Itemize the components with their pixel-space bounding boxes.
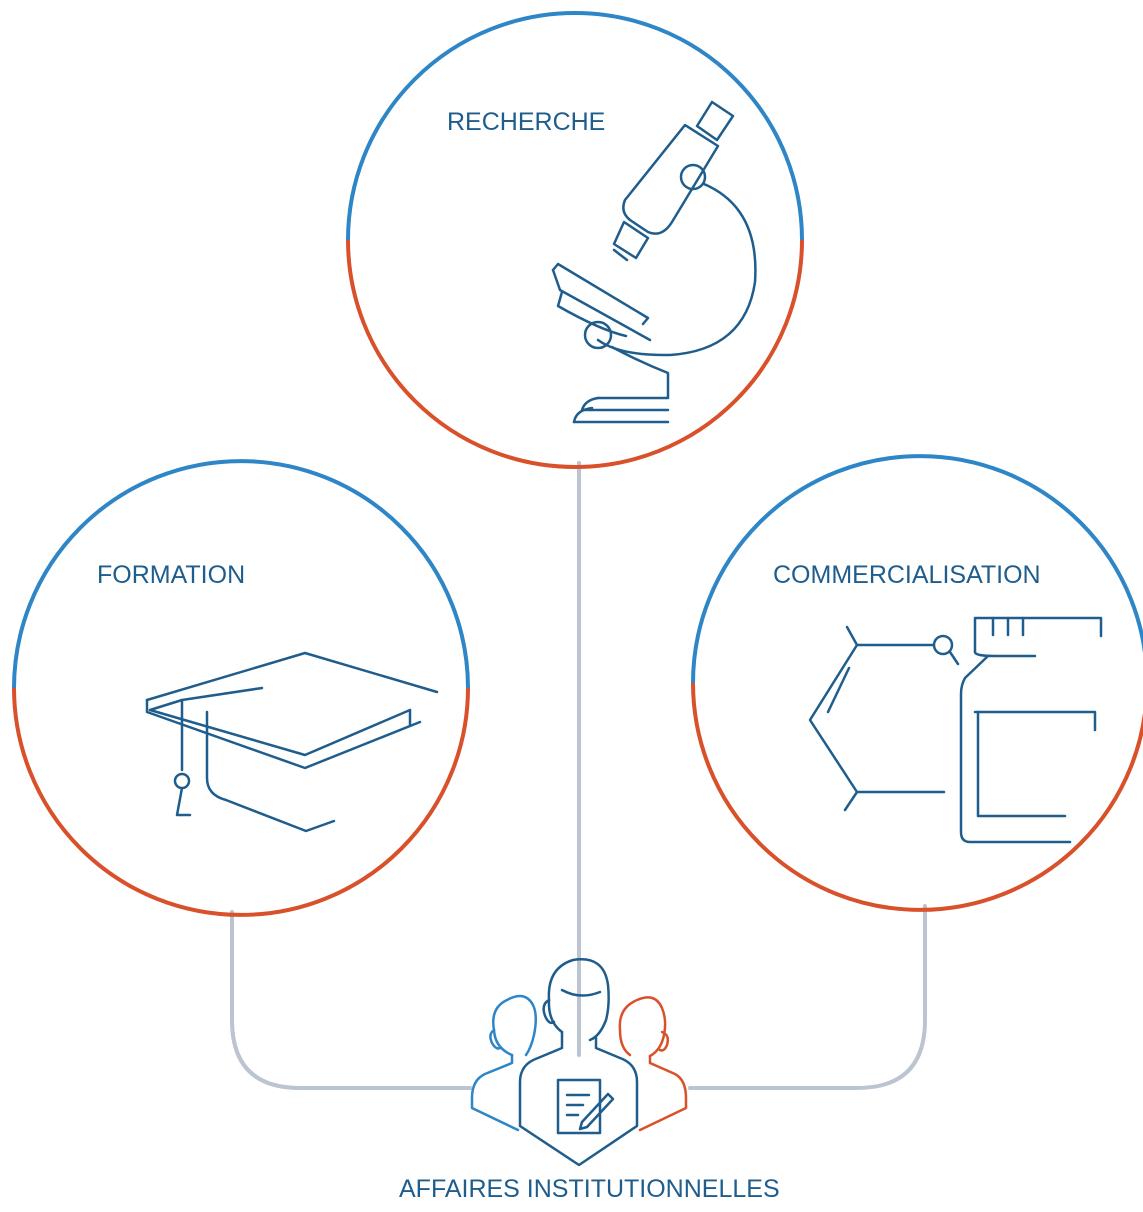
person-left-icon — [470, 994, 537, 1132]
person-center-icon — [518, 958, 639, 1167]
microscope-icon — [551, 100, 757, 424]
node-commercialisation-label: COMMERCIALISATION — [773, 561, 1041, 589]
document-icon — [556, 1078, 602, 1135]
circle-formation-bottom — [12, 687, 470, 917]
person-right-icon — [618, 996, 688, 1132]
circle-formation-top — [12, 459, 470, 689]
node-recherche-label: RECHERCHE — [447, 108, 606, 136]
people-group-icon — [470, 958, 688, 1167]
graduation-cap-icon — [145, 651, 439, 833]
connectors — [230, 461, 927, 1090]
circle-commercialisation-bottom — [691, 682, 1143, 912]
connector-formation — [230, 910, 472, 1090]
chemistry-bottle-icon — [808, 616, 1103, 844]
circle-recherche — [346, 11, 804, 469]
circle-recherche-bottom — [346, 239, 804, 469]
circle-formation — [12, 459, 470, 917]
circle-recherche-top — [346, 11, 804, 241]
connector-commercialisation — [688, 904, 927, 1090]
circle-commercialisation — [691, 454, 1143, 912]
node-formation-label: FORMATION — [97, 561, 246, 589]
node-affaires-label: AFFAIRES INSTITUTIONNELLES — [399, 1175, 780, 1203]
circle-commercialisation-top — [691, 454, 1143, 684]
pen-icon — [578, 1092, 615, 1131]
